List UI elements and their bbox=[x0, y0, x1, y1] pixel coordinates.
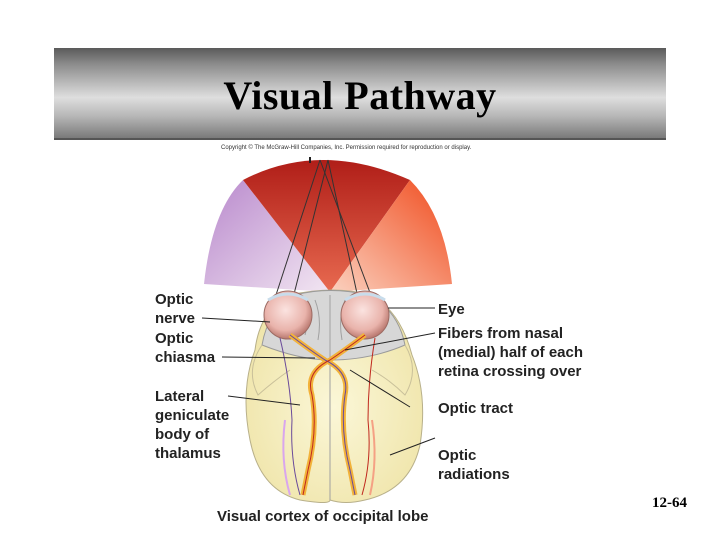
copyright-notice: Copyright © The McGraw-Hill Companies, I… bbox=[221, 145, 472, 151]
right-eye bbox=[340, 290, 390, 340]
label-visual-cortex: Visual cortex of occipital lobe bbox=[217, 508, 428, 525]
label-optic-radiations: Optic radiations bbox=[438, 447, 510, 483]
visual-field-center bbox=[243, 160, 410, 292]
label-lateral-geniculate: Lateral geniculate body of thalamus bbox=[155, 388, 233, 462]
visual-field bbox=[204, 157, 452, 299]
leader-lines bbox=[201, 307, 436, 456]
label-optic-chiasma: Optic chiasma bbox=[155, 330, 216, 366]
label-optic-nerve: Optic nerve bbox=[155, 291, 198, 327]
visual-field-right bbox=[330, 180, 452, 292]
visual-field-left bbox=[204, 180, 330, 292]
slide-title: Visual Pathway bbox=[223, 73, 497, 118]
left-eye bbox=[263, 290, 313, 340]
page-number: 12-64 bbox=[652, 495, 687, 511]
optic-pathway bbox=[279, 332, 376, 496]
eyes bbox=[263, 290, 390, 340]
label-eye: Eye bbox=[438, 301, 465, 318]
title-bar: Visual Pathway bbox=[54, 48, 666, 140]
label-fibers-nasal: Fibers from nasal (medial) half of each … bbox=[438, 325, 587, 380]
label-optic-tract: Optic tract bbox=[438, 400, 513, 417]
